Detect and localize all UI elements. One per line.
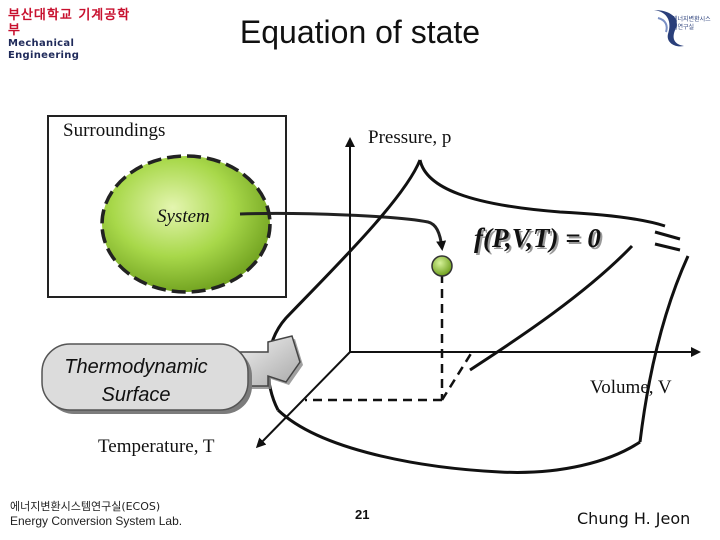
page-number: 21 — [355, 507, 370, 522]
thermodynamic-surface-label: Thermodynamic Surface — [42, 353, 230, 409]
volume-axis-label: Volume, V — [590, 377, 672, 398]
thermo-label-line2: Surface — [101, 384, 171, 406]
state-point — [431, 255, 453, 277]
surface-inner-curve — [469, 244, 634, 372]
surface-right-curve — [638, 255, 690, 443]
system-label: System — [157, 206, 210, 227]
logo-english-text: Mechanical Engineering — [8, 38, 80, 61]
equation-of-state-label: f(P,V,T) = 0 — [474, 223, 601, 253]
page-title: Equation of state — [239, 14, 481, 50]
lab-logo-text: 에너지변환시스템연구실 — [672, 16, 711, 31]
thermo-label-line1: Thermodynamic — [64, 356, 208, 378]
temperature-axis-label: Temperature, T — [98, 436, 215, 457]
university-logo: 부산대학교 기계공학부 Mechanical Engineering — [8, 8, 138, 62]
lab-name-english: Energy Conversion System Lab. — [10, 514, 183, 528]
pressure-axis-label: Pressure, p — [368, 127, 452, 148]
thermo-box — [41, 343, 249, 411]
author-name: Chung H. Jeon — [577, 509, 691, 528]
lab-name-korean: 에너지변환시스템연구실(ECOS) — [10, 500, 161, 513]
system-ellipse — [100, 154, 272, 294]
surface-edge-mark-1 — [654, 230, 681, 241]
lab-logo: 에너지변환시스템연구실 — [650, 4, 712, 52]
logo-korean-text: 부산대학교 기계공학부 — [8, 8, 131, 38]
lab-logo-icon — [654, 10, 684, 47]
surroundings-box — [47, 115, 287, 298]
surface-edge-mark-2 — [654, 242, 681, 252]
projection-v-dashed — [440, 351, 474, 401]
temperature-axis — [255, 351, 351, 449]
surroundings-label: Surroundings — [63, 120, 166, 141]
surface-top-curve — [418, 159, 666, 228]
surface-bottom-curve — [276, 408, 641, 474]
system-to-state-arrow — [239, 211, 447, 251]
